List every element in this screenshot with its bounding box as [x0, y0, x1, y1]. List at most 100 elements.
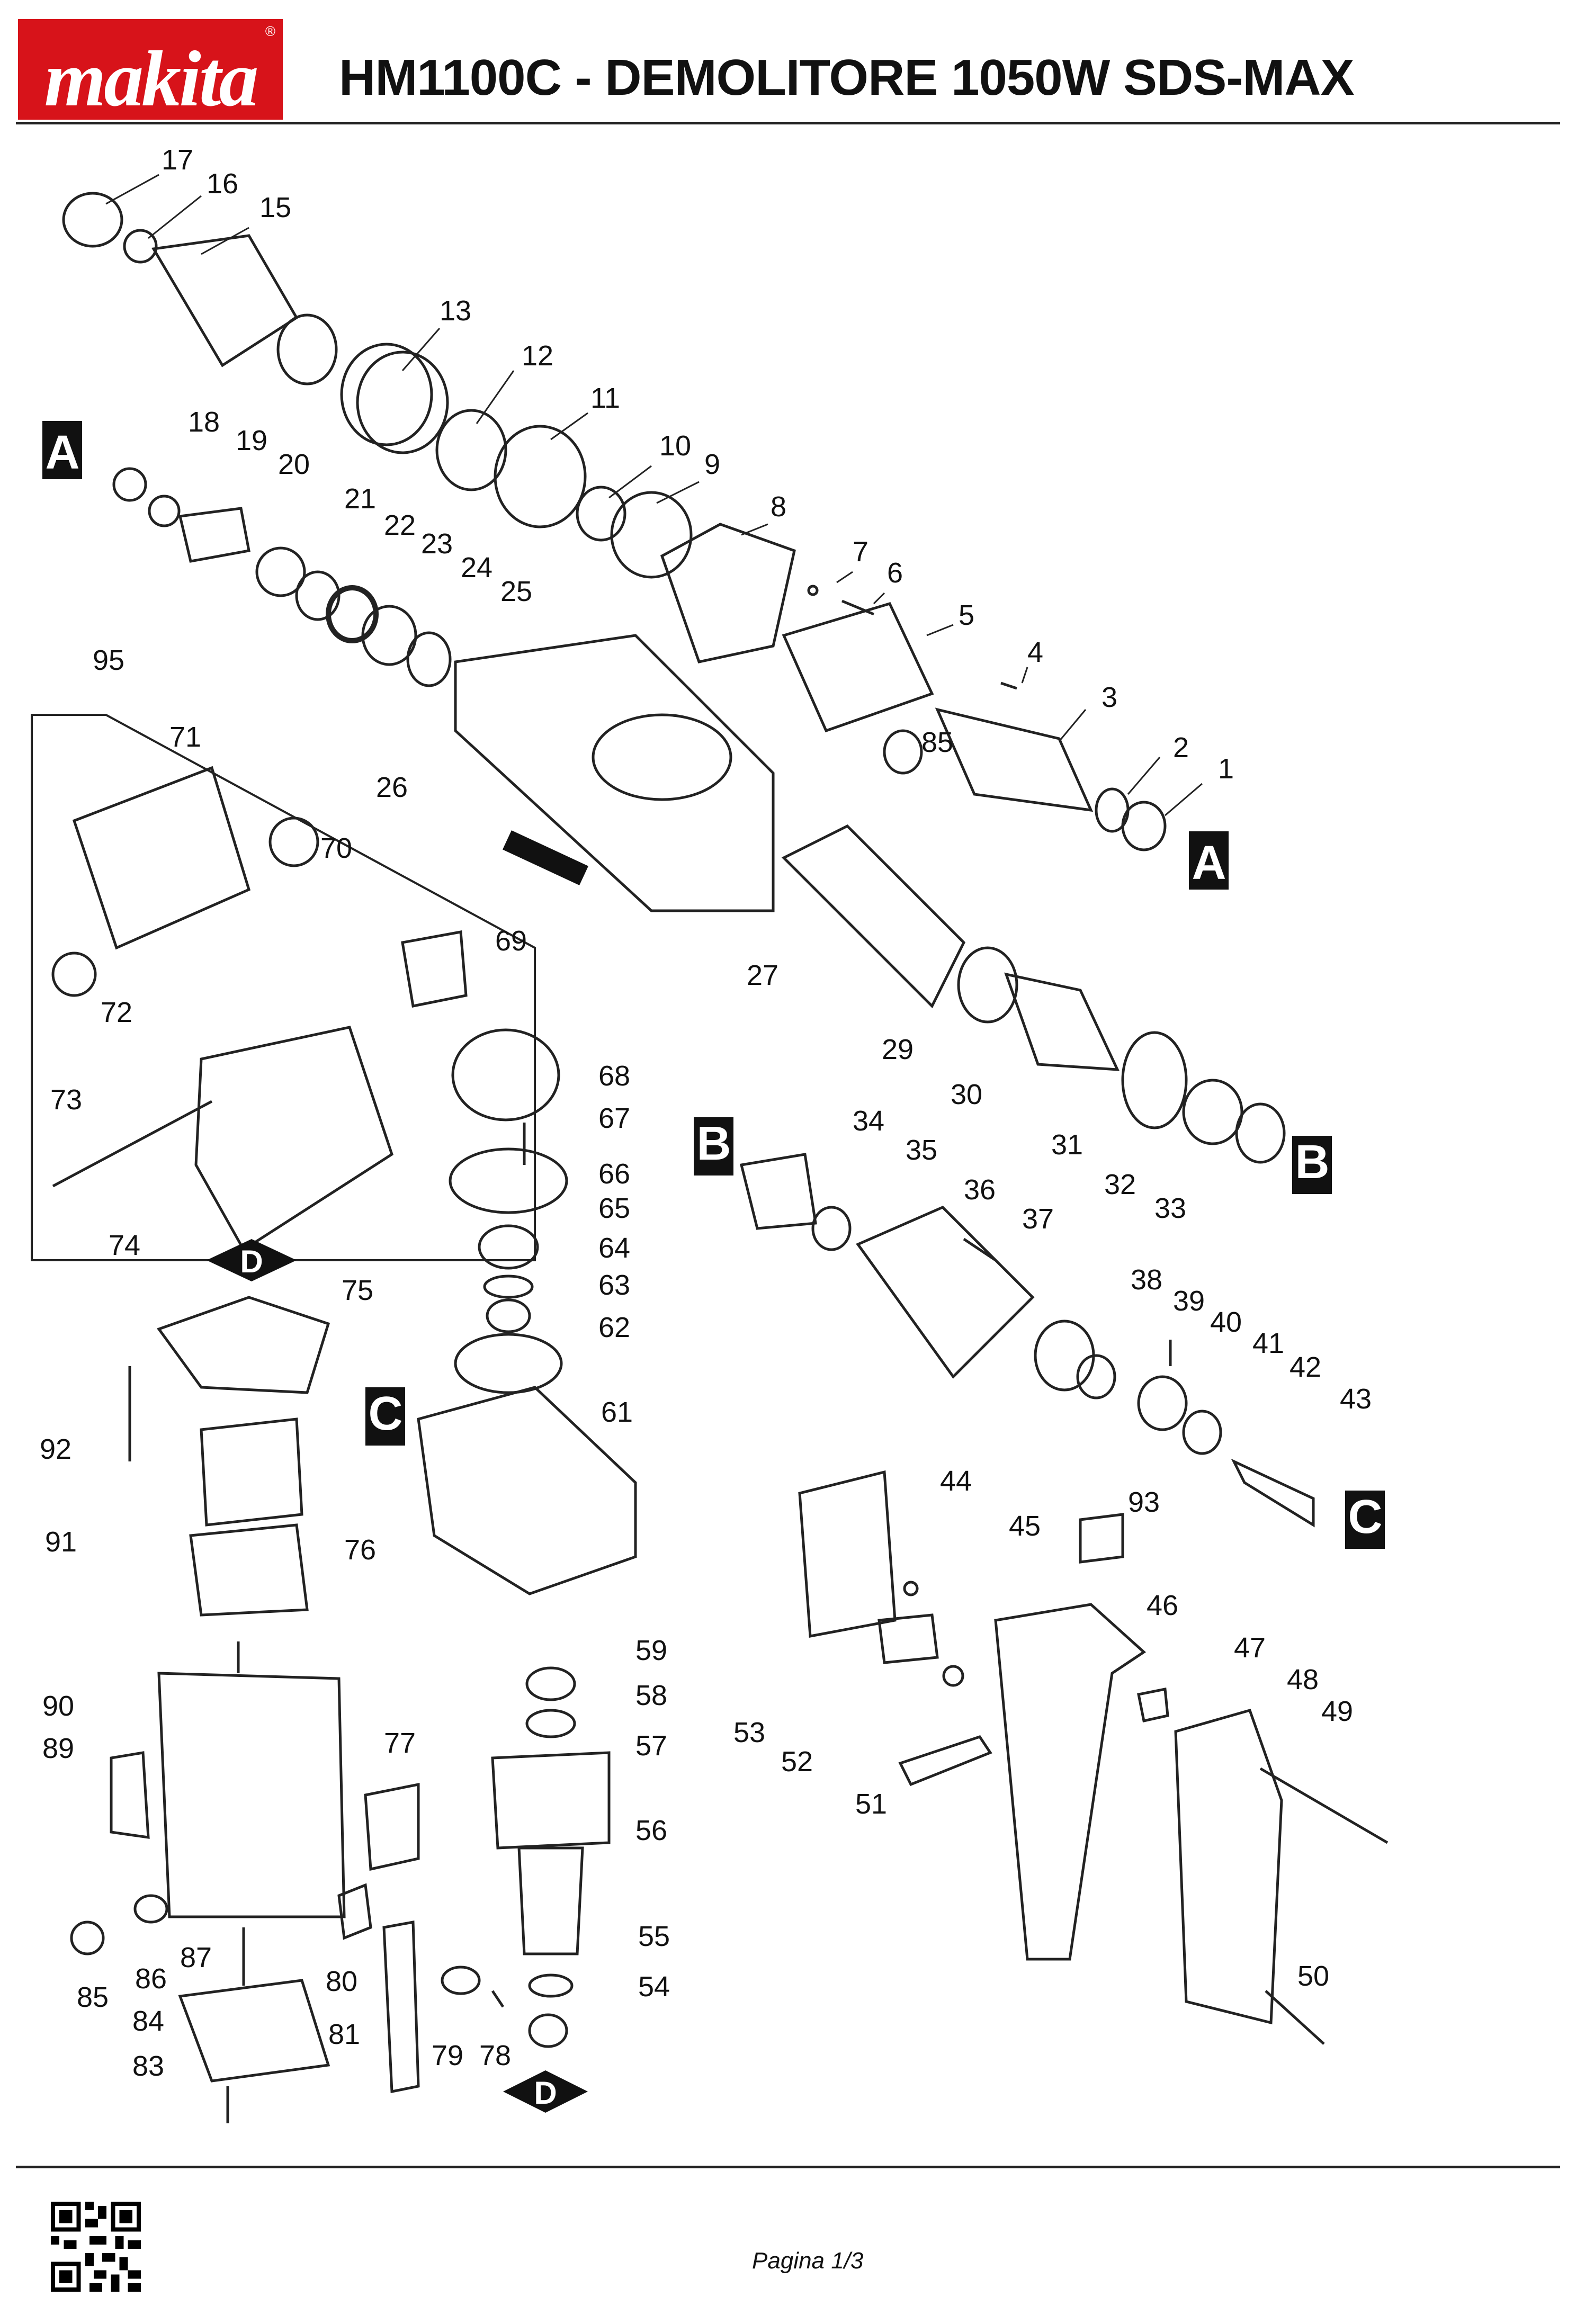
part-label-21: 21: [344, 483, 376, 515]
part-58-shape: [525, 1709, 576, 1738]
page-title: HM1100C - DEMOLITORE 1050W SDS-MAX: [339, 49, 1355, 106]
part-label-89: 89: [42, 1733, 74, 1764]
part-10-shape: [576, 486, 626, 542]
part-label-64: 64: [598, 1232, 630, 1264]
part-label-71: 71: [169, 721, 201, 753]
part-label-85: 85: [77, 1981, 109, 2013]
part-label-80: 80: [326, 1966, 357, 1997]
part-label-90: 90: [42, 1690, 74, 1722]
part-label-53: 53: [733, 1717, 765, 1748]
part-label-20: 20: [278, 448, 310, 480]
part-42-shape: [1182, 1410, 1222, 1455]
part-53-shape: [877, 1613, 939, 1664]
marker-letter: D: [240, 1244, 263, 1279]
part-label-54: 54: [638, 1971, 670, 2003]
part-91-shape: [200, 1417, 303, 1527]
part-label-91: 91: [45, 1526, 77, 1558]
part-62-shape: [454, 1333, 563, 1394]
part-label-65: 65: [598, 1192, 630, 1224]
part-12-shape: [435, 409, 507, 491]
part-30-shape: [1004, 972, 1120, 1071]
part-label-87: 87: [180, 1942, 212, 1973]
marker-b-right: [1292, 1136, 1332, 1194]
marker-letter: D: [534, 2075, 557, 2111]
part-79-shape: [441, 1966, 481, 1995]
part-13-spring: [340, 343, 433, 446]
part-1-shape: [1121, 801, 1167, 851]
part-label-38: 38: [1131, 1264, 1162, 1296]
part-label-58: 58: [635, 1680, 667, 1711]
part-31-shape: [1121, 1031, 1188, 1129]
part-label-73: 73: [50, 1084, 82, 1116]
part-label-61: 61: [601, 1396, 633, 1428]
marker-letter: C: [1348, 1491, 1383, 1544]
marker-letter: B: [1295, 1136, 1330, 1189]
part-label-35: 35: [906, 1134, 937, 1166]
part-69-shape: [401, 930, 468, 1008]
part-label-63: 63: [598, 1269, 630, 1301]
part-25-shape: [406, 631, 452, 687]
part-label-84: 84: [132, 2005, 164, 2037]
part-label-45: 45: [1009, 1510, 1041, 1542]
part-label-6: 6: [887, 557, 903, 589]
part-11-shape: [494, 425, 587, 528]
part-46-shape: [994, 1603, 1147, 1961]
part-label-29: 29: [882, 1034, 914, 1065]
part-65-shape: [478, 1224, 539, 1270]
marker-c-left: [365, 1387, 405, 1446]
marker-letters: A A B B C C D D: [46, 426, 1383, 2111]
part-label-50: 50: [1297, 1960, 1329, 1992]
part-73-shape: [52, 1100, 213, 1188]
part-label-24: 24: [461, 552, 492, 584]
part-39-shape: [1076, 1354, 1116, 1399]
part-label-40: 40: [1210, 1306, 1242, 1338]
part-38-shape: [1034, 1320, 1095, 1392]
part-44-shape: [798, 1470, 897, 1638]
part-label-19: 19: [236, 425, 267, 456]
part-5-shape: [782, 602, 934, 733]
part-label-30: 30: [951, 1079, 982, 1110]
part-6-shape: [841, 599, 874, 616]
part-label-92: 92: [40, 1433, 71, 1465]
part-label-47: 47: [1234, 1632, 1266, 1664]
part-label-57: 57: [635, 1730, 667, 1762]
part-15-shape: [151, 234, 299, 367]
part-68-shape: [451, 1028, 560, 1121]
part-label-44: 44: [940, 1465, 972, 1497]
part-label-70: 70: [320, 832, 352, 864]
marker-b-left: [694, 1117, 733, 1176]
part-70-shape: [268, 816, 319, 867]
header-divider: [16, 122, 1560, 124]
part-label-43: 43: [1340, 1383, 1372, 1415]
part-label-68: 68: [598, 1060, 630, 1092]
part-85-shape: [70, 1921, 105, 1955]
part-label-39: 39: [1173, 1285, 1205, 1317]
part-label-3: 3: [1102, 681, 1117, 713]
part-59-shape: [525, 1666, 576, 1701]
marker-letter: A: [46, 426, 80, 479]
part-3-shape: [935, 707, 1094, 812]
part-label-27: 27: [747, 959, 778, 991]
part-label-13: 13: [440, 295, 471, 327]
part-label-86: 86: [135, 1963, 167, 1995]
part-71-shape: [72, 766, 251, 950]
part-95-frame: [31, 714, 536, 1261]
makita-logo: makita ®: [18, 19, 283, 120]
part-label-4: 4: [1027, 636, 1043, 668]
part-label-15: 15: [259, 192, 291, 223]
part-20-shape: [178, 507, 250, 563]
page-number: Pagina 1/3: [752, 2248, 864, 2274]
part-75-shape: [157, 1296, 330, 1394]
part-label-62: 62: [598, 1312, 630, 1343]
part-21-shape: [255, 546, 306, 597]
part-label-25: 25: [500, 576, 532, 607]
part-26-shape: [454, 634, 775, 912]
part-7-shape: [807, 585, 819, 596]
part-63-shape: [486, 1298, 531, 1333]
part-label-22: 22: [384, 509, 416, 541]
part-label-5: 5: [959, 599, 974, 631]
part-45-shape: [903, 1581, 919, 1596]
part-80-shape: [337, 1883, 372, 1940]
part-4-shape: [1000, 681, 1017, 690]
part-18-shape: [112, 467, 147, 502]
